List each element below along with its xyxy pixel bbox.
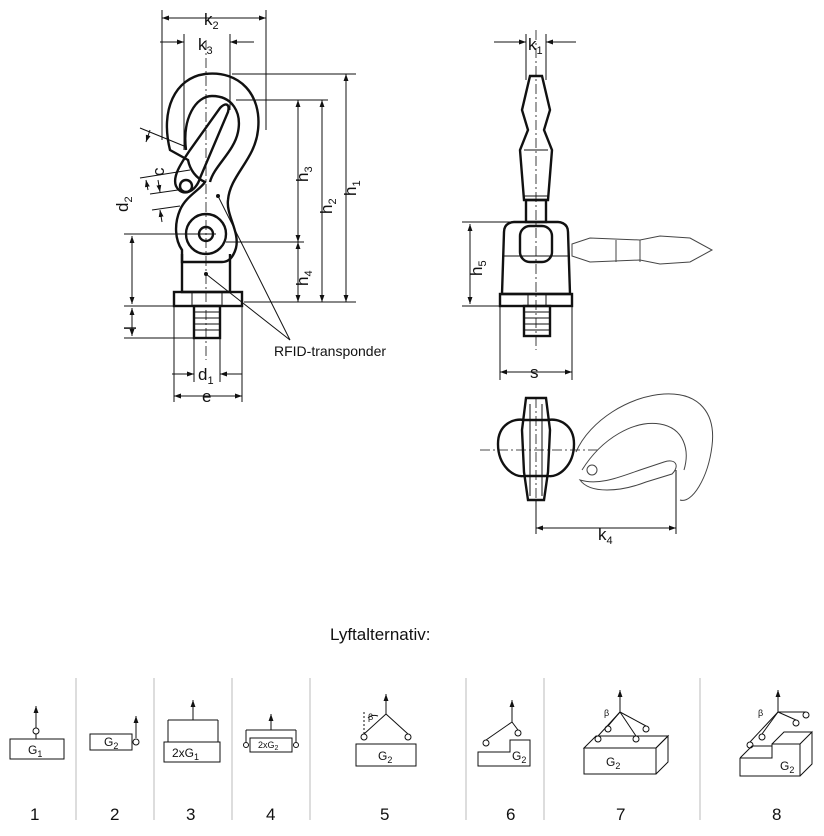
label-h4: h4 xyxy=(293,270,315,286)
lifting-option-4: 2xG2 4 xyxy=(243,714,299,824)
top-view: k4 xyxy=(480,393,714,547)
option-number-3: 3 xyxy=(186,805,195,824)
rfid-label: RFID-transponder xyxy=(274,343,386,359)
lifting-option-8: β G2 8 xyxy=(739,690,813,824)
lifting-option-6: G2 6 xyxy=(477,700,531,824)
option-number-4: 4 xyxy=(266,805,275,824)
angle-label-5: β xyxy=(368,712,373,722)
label-s: s xyxy=(530,363,539,382)
lifting-option-3: 2xG1 3 xyxy=(163,700,221,824)
label-c: c xyxy=(149,167,168,176)
option-number-2: 2 xyxy=(110,805,119,824)
label-h5: h5 xyxy=(467,260,489,276)
load-label-6: G2 xyxy=(512,749,526,765)
load-label-4: 2xG2 xyxy=(258,740,279,752)
angle-label-7: β xyxy=(604,708,609,718)
side-view: k1 h5 s xyxy=(462,30,714,382)
load-label-2: G2 xyxy=(104,735,118,751)
load-label-1: G1 xyxy=(28,743,42,759)
lifting-option-5: β G2 5 xyxy=(355,694,417,824)
label-k1: k1 xyxy=(528,35,543,57)
label-k2: k2 xyxy=(204,10,219,32)
label-d2: d2 xyxy=(113,196,135,212)
label-h3: h3 xyxy=(293,166,315,182)
label-h2: h2 xyxy=(317,198,339,214)
angle-label-8: β xyxy=(758,708,763,718)
lifting-option-2: G2 2 xyxy=(89,716,140,824)
label-k4: k4 xyxy=(598,525,613,547)
label-k3: k3 xyxy=(198,35,213,57)
load-label-5: G2 xyxy=(378,749,392,765)
lifting-option-1: G1 1 xyxy=(9,706,65,824)
label-d1: d1 xyxy=(198,365,214,387)
option-number-5: 5 xyxy=(380,805,389,824)
label-e: e xyxy=(202,387,211,406)
option-number-6: 6 xyxy=(506,805,515,824)
lifting-options-title: Lyftalternativ: xyxy=(330,625,430,644)
front-view: k2 k3 c d2 h1 h2 h3 h4 l d1 e RFID-trans… xyxy=(113,10,386,406)
load-label-8: G2 xyxy=(780,759,794,775)
option-number-1: 1 xyxy=(30,805,39,824)
load-label-3: 2xG1 xyxy=(172,746,199,762)
hook-outline xyxy=(165,72,260,264)
option-number-8: 8 xyxy=(772,805,781,824)
lifting-options-row: G1 1 G2 2 2xG1 3 xyxy=(9,678,813,824)
lifting-option-7: β G2 7 xyxy=(582,690,670,824)
label-l: l xyxy=(121,326,140,330)
label-h1: h1 xyxy=(341,180,363,196)
option-number-7: 7 xyxy=(616,805,625,824)
load-label-7: G2 xyxy=(606,755,620,771)
